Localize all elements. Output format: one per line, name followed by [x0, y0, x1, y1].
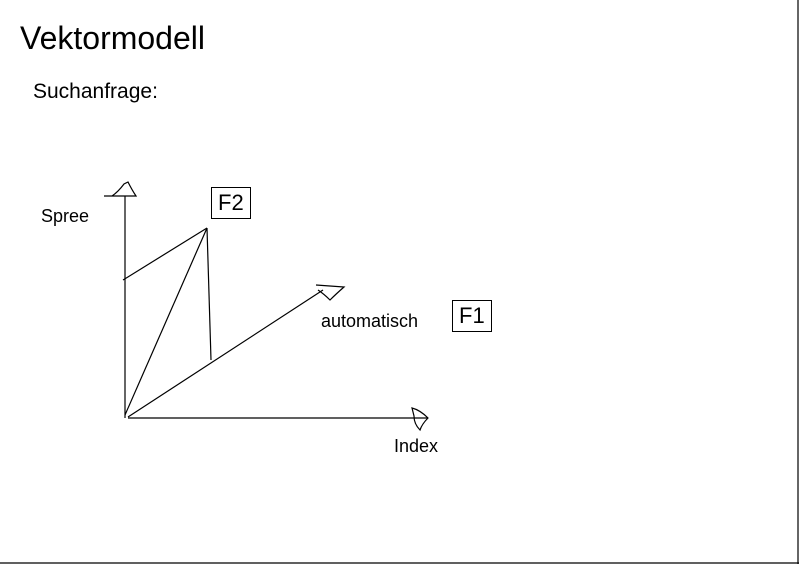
slide-subtitle: Suchanfrage:: [33, 80, 158, 103]
axis-label-index: Index: [394, 436, 439, 456]
document-label-f1: F1: [452, 300, 492, 332]
document-label-f2: F2: [211, 187, 251, 219]
arrowhead-automatisch: [315, 284, 346, 301]
axis-label-automatisch: automatisch: [321, 311, 419, 331]
vector-f2: [124, 227, 208, 416]
axis-label-spree: Spree: [41, 206, 90, 226]
axis-automatisch: [127, 289, 324, 418]
slide-title: Vektormodell: [20, 20, 205, 56]
arrowhead-spree: [104, 181, 138, 197]
projection-f2-spree: [122, 227, 208, 281]
arrowhead-index: [411, 407, 429, 432]
projection-f2-plane: [206, 227, 212, 361]
